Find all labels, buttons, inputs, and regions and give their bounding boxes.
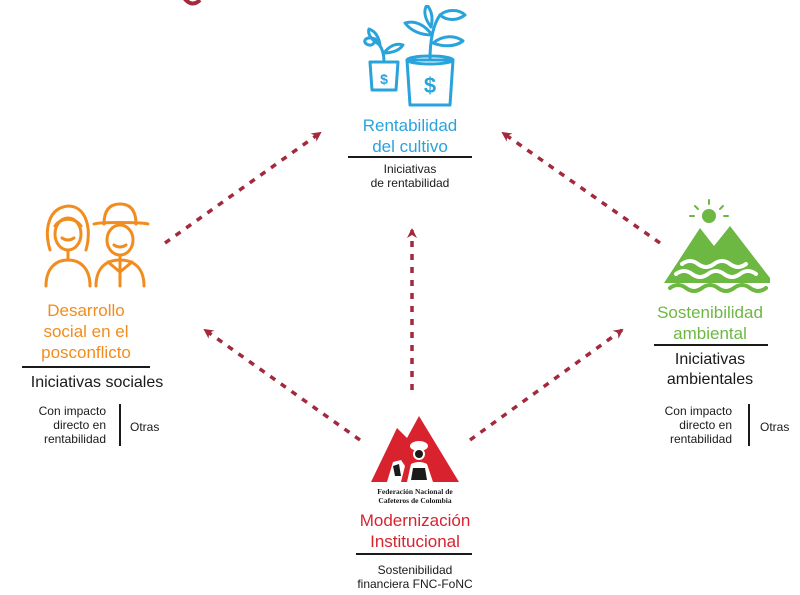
- right-title-line1: Sostenibilidad: [657, 303, 763, 322]
- top-title-line2: del cultivo: [372, 137, 448, 156]
- right-impact-text: Con impacto directo en rentabilidad: [642, 404, 732, 446]
- fnc-logo-text: Federación Nacional de Cafeteros de Colo…: [350, 487, 480, 505]
- left-title-line1: Desarrollo: [47, 301, 125, 320]
- top-title-line1: Rentabilidad: [362, 116, 458, 135]
- bottom-rule: [356, 553, 472, 555]
- arrow-right-to-top: [501, 131, 662, 245]
- bottom-title: Modernización Institucional: [330, 510, 500, 552]
- bottom-title-line1: Modernización: [359, 511, 471, 530]
- top-subtitle: Iniciativas de rentabilidad: [330, 162, 490, 190]
- bottom-sub-line1: Sostenibilidad: [377, 563, 453, 577]
- top-sub-line1: Iniciativas: [383, 162, 437, 176]
- right-divider: [748, 404, 750, 446]
- right-impact-line1: Con impacto: [664, 404, 732, 418]
- svg-text:$: $: [380, 71, 388, 87]
- right-impact-line2: directo en: [679, 418, 732, 432]
- bottom-sub-line2: financiera FNC-FoNC: [357, 577, 473, 591]
- top-sub-line2: de rentabilidad: [370, 176, 450, 190]
- right-sub-line1: Iniciativas: [674, 351, 746, 368]
- plant-money-pots-icon: $ $: [363, 5, 467, 107]
- right-rule: [654, 344, 768, 346]
- fnc-logo-icon: [371, 416, 459, 482]
- top-rule: [348, 156, 472, 158]
- people-icon: [44, 202, 150, 288]
- left-title-line2: social en el: [43, 322, 129, 341]
- left-subtitle: Iniciativas sociales: [30, 374, 164, 391]
- bottom-title-line2: Institucional: [370, 532, 460, 551]
- right-subtitle: Iniciativas ambientales: [630, 350, 790, 390]
- left-divider: [119, 404, 121, 446]
- left-title: Desarrollo social en el posconflicto: [0, 300, 172, 363]
- fnc-logo-line1: Federación Nacional de: [377, 487, 453, 496]
- bottom-subtitle: Sostenibilidad financiera FNC-FoNC: [320, 563, 510, 591]
- left-title-line3: posconflicto: [41, 343, 131, 362]
- left-impact-line2: directo en: [53, 418, 106, 432]
- arrow-bottom-to-left: [203, 328, 362, 442]
- left-impact-line1: Con impacto: [38, 404, 106, 418]
- left-rule: [22, 366, 150, 368]
- left-other: Otras: [130, 420, 160, 434]
- top-title: Rentabilidad del cultivo: [330, 115, 490, 157]
- fnc-logo-line2: Cafeteros de Colombia: [378, 496, 452, 505]
- left-impact-line3: rentabilidad: [43, 432, 106, 446]
- right-title-line2: ambiental: [673, 324, 747, 343]
- right-impact-line3: rentabilidad: [669, 432, 732, 446]
- left-impact-text: Con impacto directo en rentabilidad: [16, 404, 106, 446]
- arrow-left-to-top: [163, 131, 322, 245]
- mountain-water-sun-icon: [664, 199, 770, 293]
- top-edge-arc: [183, 0, 202, 6]
- right-title: Sostenibilidad ambiental: [630, 302, 790, 344]
- right-other: Otras: [760, 420, 790, 434]
- right-sub-line2: ambientales: [666, 371, 754, 388]
- arrow-bottom-to-right: [468, 328, 624, 442]
- svg-text:$: $: [424, 73, 436, 98]
